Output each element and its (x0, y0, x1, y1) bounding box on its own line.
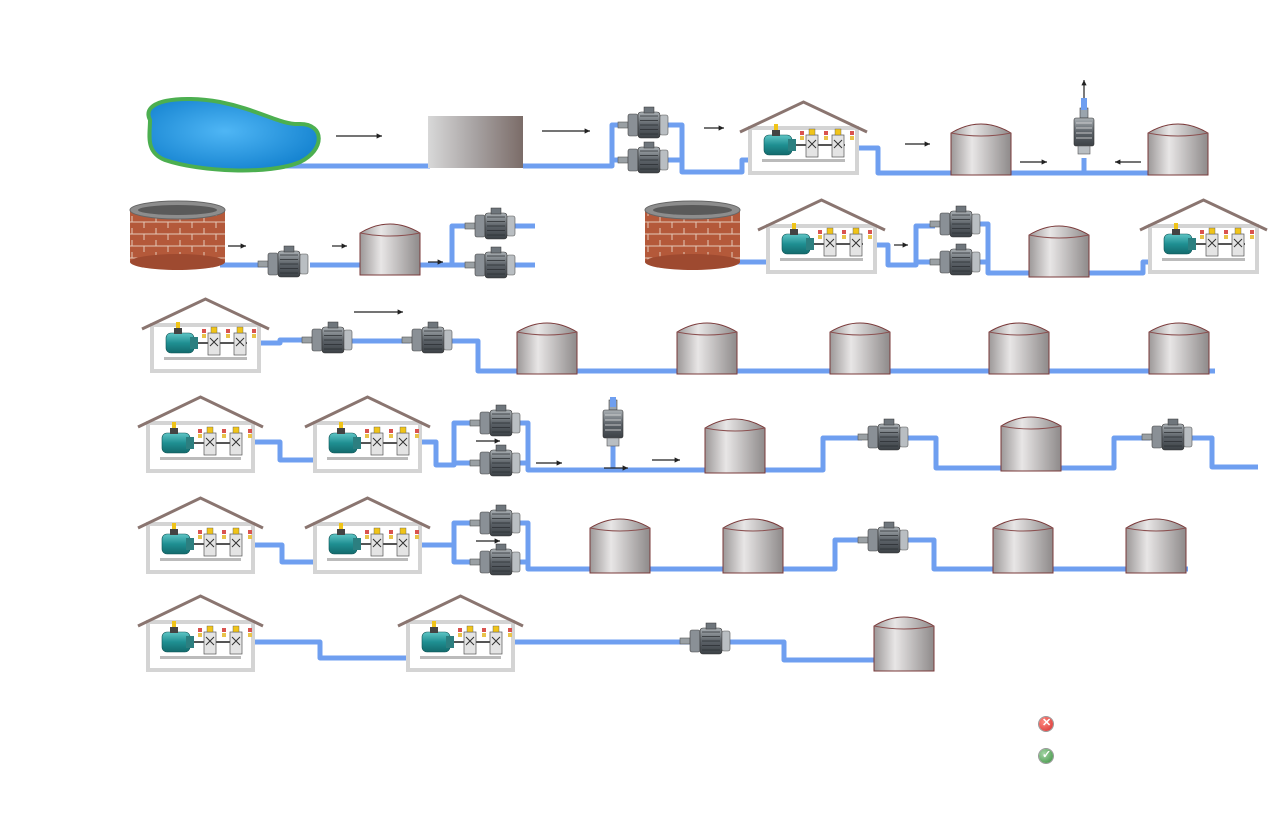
pump (470, 405, 520, 436)
flow-arrow (1115, 159, 1141, 164)
pump-station (1140, 200, 1267, 272)
storage-tank (677, 323, 737, 374)
pipe (250, 545, 318, 562)
pump (465, 208, 515, 239)
pump (470, 445, 520, 476)
pump (930, 206, 980, 237)
flow-arrow (354, 309, 403, 314)
flow-arrow (1081, 80, 1086, 100)
pipe (420, 226, 470, 265)
alarm-status-icon: ✕ (1039, 717, 1053, 731)
pump-station (740, 102, 867, 173)
flow-arrow (704, 125, 724, 130)
flow-arrow (476, 538, 500, 543)
pump-station (138, 397, 263, 471)
flow-arrow (476, 438, 500, 443)
storage-tank (1149, 323, 1209, 374)
pump (465, 247, 515, 278)
valve-riser (1081, 98, 1087, 110)
storage-tank (360, 224, 420, 275)
pump-station (758, 200, 885, 272)
well (645, 201, 740, 270)
flow-arrow (336, 133, 382, 138)
pump (402, 322, 452, 353)
flow-arrow (536, 460, 562, 465)
pipe (515, 523, 862, 569)
pump-station (305, 498, 430, 572)
storage-tank (874, 617, 934, 671)
pipe (418, 423, 475, 465)
flow-arrow (542, 128, 590, 133)
flow-arrow (894, 242, 908, 247)
flow-arrow (652, 457, 680, 462)
pump (470, 544, 520, 575)
pipe-network (220, 125, 1258, 660)
pump (930, 244, 980, 275)
well (130, 201, 225, 270)
pump-station (305, 397, 430, 471)
flow-arrow (1020, 159, 1047, 164)
sand-filter (428, 116, 523, 168)
storage-tank (1001, 417, 1061, 471)
pump-station (142, 299, 269, 371)
storage-tank (993, 519, 1053, 573)
storage-tank (830, 323, 890, 374)
ok-status-icon: ✓ (1039, 749, 1053, 763)
storage-tank (951, 124, 1011, 175)
pump (858, 522, 908, 553)
storage-tank (723, 519, 783, 573)
pump (618, 142, 668, 173)
pipe (728, 642, 875, 660)
pipe (1190, 438, 1258, 467)
pipe (515, 423, 862, 470)
flow-arrow (332, 243, 347, 248)
pond (148, 99, 318, 170)
pump (470, 505, 520, 536)
pump-station (398, 596, 523, 670)
pump (258, 246, 308, 277)
pump-station (138, 498, 263, 572)
storage-tank (1148, 124, 1208, 175)
pump (302, 322, 352, 353)
storage-tank (1029, 226, 1089, 277)
storage-tank (590, 519, 650, 573)
valve-riser (610, 397, 616, 407)
control-valve (1074, 108, 1094, 154)
pipe (250, 442, 314, 460)
pump (858, 419, 908, 450)
equipment-layer (130, 98, 1267, 671)
storage-tank (1126, 519, 1186, 573)
pump (680, 623, 730, 654)
pipe (250, 642, 420, 658)
storage-tank (517, 323, 577, 374)
pump (618, 107, 668, 138)
flow-arrow (905, 141, 930, 146)
storage-tank (989, 323, 1049, 374)
flow-arrow (228, 243, 246, 248)
pump (1142, 419, 1192, 450)
storage-tank (705, 419, 765, 473)
pump-station (138, 596, 263, 670)
